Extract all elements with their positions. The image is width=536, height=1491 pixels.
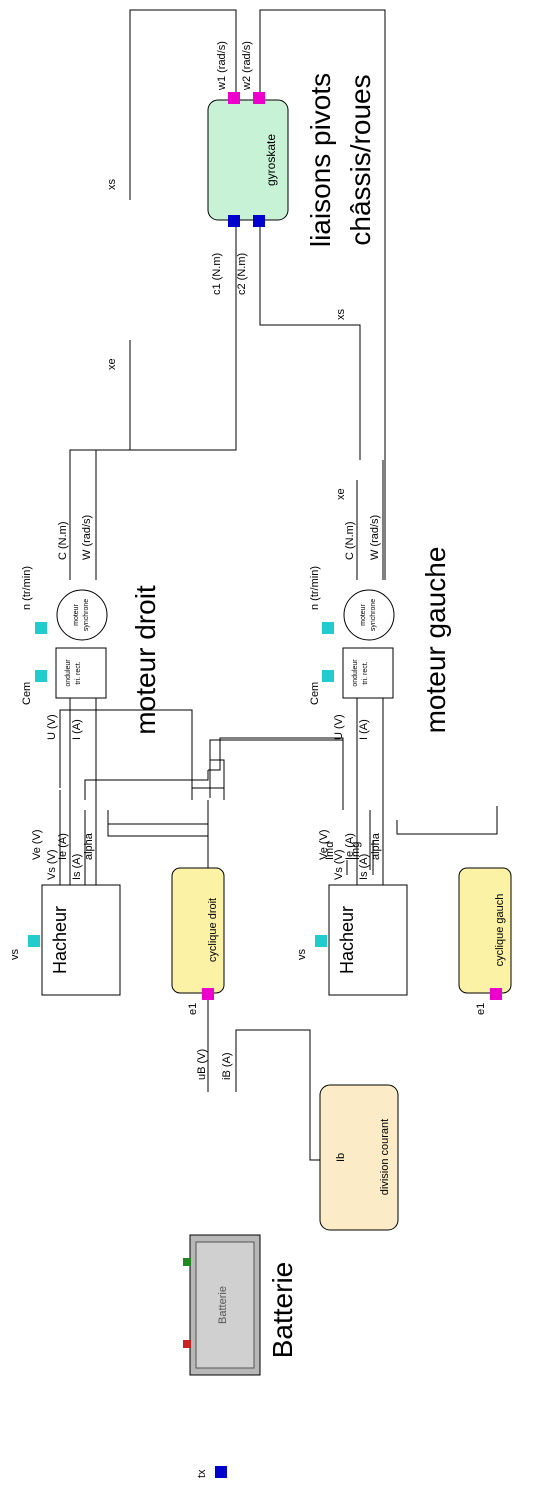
port-cem-droit[interactable]: [35, 670, 47, 682]
port-vs-gauche[interactable]: [315, 935, 327, 947]
label-vs-gauche: vs: [296, 949, 308, 961]
title-moteur-gauche: moteur gauche: [420, 547, 451, 734]
onduleur-gauche-line2: tri. rect.: [362, 661, 369, 684]
wire-hacheur-gauche-moteur: [356, 690, 384, 885]
port-w1[interactable]: [228, 92, 240, 104]
gyroskate-block[interactable]: gyroskate: [207, 99, 289, 221]
division-courant-block[interactable]: division courant: [319, 1084, 399, 1231]
label-i-droit: I (A): [71, 719, 83, 740]
label-tx: tx: [196, 1469, 208, 1478]
label-w2: w2 (rad/s): [241, 41, 253, 91]
hacheur-gauche-block[interactable]: Hacheur: [328, 884, 408, 996]
port-n-gauche[interactable]: [322, 622, 334, 634]
label-vs-droit: vs: [9, 949, 21, 961]
batterie-title: Batterie: [267, 1262, 298, 1359]
label-vs-v-droit: Vs (V): [46, 849, 58, 880]
label-c-gauche: C (N.m): [344, 522, 356, 561]
wire-hacheur-droit-moteur: [69, 690, 97, 885]
cyclique-gauche-block[interactable]: cyclique gauch: [458, 867, 512, 994]
label-alpha-gauche: alpha: [370, 832, 382, 860]
label-alpha-droit: alpha: [83, 832, 95, 860]
wire-alpha-droit: [107, 810, 209, 825]
label-cem-gauche: Cem: [309, 682, 321, 705]
moteur-droit-line2: synchrone: [83, 599, 90, 631]
label-xs-droit: xs: [106, 179, 118, 191]
port-tx[interactable]: [215, 1466, 227, 1478]
moteur-gauche-block[interactable]: moteur synchrone: [343, 589, 395, 641]
label-imd: Imd: [324, 842, 336, 860]
port-e1-droit[interactable]: [202, 988, 214, 1000]
wire-moteur-droit-gyro: [69, 220, 237, 580]
battery-block[interactable]: Batterie: [183, 1234, 261, 1376]
label-c2: c2 (N.m): [236, 253, 248, 295]
label-n-gauche: n (tr/min): [309, 566, 321, 610]
label-c-droit: C (N.m): [57, 522, 69, 561]
port-c2[interactable]: [253, 215, 265, 227]
port-w2[interactable]: [253, 92, 265, 104]
port-c1[interactable]: [228, 215, 240, 227]
moteur-gauche-line2: synchrone: [370, 599, 377, 631]
label-w1: w1 (rad/s): [216, 41, 228, 91]
label-img: Img: [350, 842, 362, 860]
label-xe-droit: xe: [106, 358, 118, 370]
hacheur-droit-text: Hacheur: [50, 906, 70, 974]
onduleur-gauche-block[interactable]: onduleur tri. rect.: [342, 647, 394, 699]
port-e1-gauche[interactable]: [490, 988, 502, 1000]
hacheur-droit-block[interactable]: Hacheur: [41, 884, 121, 996]
division-courant-text: division courant: [379, 1119, 391, 1195]
label-ve-droit: Ve (V): [31, 829, 43, 860]
label-e1-gauche: e1: [475, 1003, 487, 1015]
label-u-droit: U (V): [46, 714, 58, 740]
moteur-gauche-line1: moteur: [360, 603, 367, 625]
wire-alpha-gauche: [396, 806, 498, 835]
moteur-droit-block[interactable]: moteur synchrone: [56, 589, 108, 641]
title-liaisons-line1: liaisons pivots: [305, 73, 336, 247]
label-w-gauche: W (rad/s): [369, 515, 381, 560]
title-moteur-droit: moteur droit: [130, 585, 161, 735]
battery-text: Batterie: [217, 1286, 229, 1324]
label-u-gauche: U (V): [333, 714, 345, 740]
label-ie-gauche: Ie (A): [344, 833, 356, 860]
cyclique-droit-block[interactable]: cyclique droit: [171, 867, 225, 994]
label-ib-division: Ib: [335, 1153, 347, 1162]
label-is-gauche: Is (A): [358, 854, 370, 880]
hacheur-gauche-text: Hacheur: [337, 906, 357, 974]
label-i-gauche: I (A): [358, 719, 370, 740]
label-vs-v-gauche: Vs (V): [333, 849, 345, 880]
label-xe-gauche: xe: [335, 488, 347, 500]
moteur-droit-line1: moteur: [73, 603, 80, 625]
onduleur-droit-line2: tri. rect.: [75, 661, 82, 684]
wire-gyro-bottom: [259, 220, 361, 460]
onduleur-droit-block[interactable]: onduleur tri. rect.: [55, 647, 107, 699]
port-cem-gauche[interactable]: [322, 670, 334, 682]
wire-ve-gauche: [209, 739, 344, 810]
wire-e1-droit: [107, 808, 209, 837]
label-cem-droit: Cem: [21, 682, 33, 705]
label-n-droit: n (tr/min): [21, 566, 33, 610]
label-is-droit: Is (A): [71, 854, 83, 880]
title-liaisons-line2: châssis/roues: [345, 74, 376, 245]
label-c1: c1 (N.m): [211, 253, 223, 295]
wire-division-out: [346, 840, 374, 875]
label-ub: uB (V): [196, 1049, 208, 1080]
port-n-droit[interactable]: [35, 622, 47, 634]
wire-moteur-gauche: [356, 460, 384, 580]
port-vs-droit[interactable]: [28, 935, 40, 947]
onduleur-droit-line1: onduleur: [65, 659, 72, 687]
onduleur-gauche-line1: onduleur: [352, 659, 359, 687]
label-ve-gauche: Ve (V): [318, 829, 330, 860]
label-ie-droit: Ie (A): [57, 833, 69, 860]
label-xs-gauche: xs: [335, 309, 347, 321]
label-ib: iB (A): [221, 1053, 233, 1081]
cyclique-gauche-text: cyclique gauch: [494, 894, 506, 967]
gyroskate-text: gyroskate: [264, 134, 278, 186]
wire-gyro-top: [129, 9, 386, 580]
cyclique-droit-text: cyclique droit: [207, 898, 219, 962]
label-e1-droit: e1: [187, 1003, 199, 1015]
label-w-droit: W (rad/s): [81, 515, 93, 560]
